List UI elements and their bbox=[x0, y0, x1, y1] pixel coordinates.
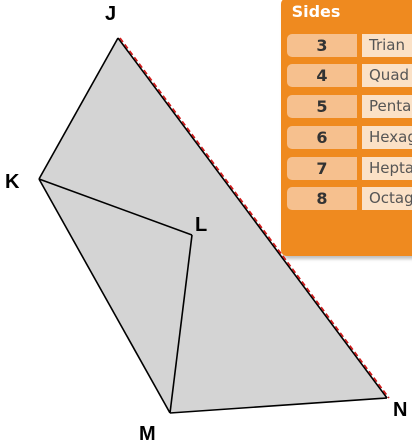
edge-km bbox=[38, 178, 171, 414]
table-row: 8 Octag bbox=[281, 184, 412, 212]
edge-lm bbox=[169, 234, 193, 414]
vertex-label-l: L bbox=[195, 214, 208, 236]
polygon-name-cell: Quad bbox=[362, 64, 412, 87]
edge-jk bbox=[38, 37, 119, 180]
edge-jn-dashed bbox=[119, 37, 390, 399]
table-row: 6 Hexag bbox=[281, 123, 412, 151]
shape-fill bbox=[39, 38, 387, 413]
table-row: 4 Quad bbox=[281, 61, 412, 89]
sides-cell: 3 bbox=[287, 34, 357, 57]
sides-cell: 6 bbox=[287, 126, 357, 149]
polygon-name-cell: Penta bbox=[362, 95, 412, 118]
vertex-label-n: N bbox=[393, 399, 408, 421]
sides-cell: 7 bbox=[287, 157, 357, 180]
edge-kl bbox=[38, 178, 193, 236]
header-sides: Sides bbox=[291, 2, 341, 21]
polygon-name-cell: Hexag bbox=[362, 126, 412, 149]
sides-cell: 8 bbox=[287, 187, 357, 210]
table-row: 3 Trian bbox=[281, 31, 412, 59]
polygon-name-cell: Trian bbox=[362, 34, 412, 57]
polygon-names-table: Sides 3 Trian 4 Quad 5 Penta 6 Hexag 7 H… bbox=[281, 0, 412, 256]
vertex-label-k: K bbox=[5, 171, 20, 193]
edge-mn bbox=[169, 397, 388, 414]
polygon-name-cell: Hepta bbox=[362, 157, 412, 180]
polygon-name-cell: Octag bbox=[362, 187, 412, 210]
table-row: 7 Hepta bbox=[281, 154, 412, 182]
table-header: Sides bbox=[281, 0, 412, 28]
edge-jn bbox=[117, 37, 388, 399]
vertex-label-j: J bbox=[105, 3, 117, 25]
sides-cell: 5 bbox=[287, 95, 357, 118]
table-row: 5 Penta bbox=[281, 92, 412, 120]
sides-cell: 4 bbox=[287, 64, 357, 87]
vertex-label-m: M bbox=[139, 423, 156, 445]
